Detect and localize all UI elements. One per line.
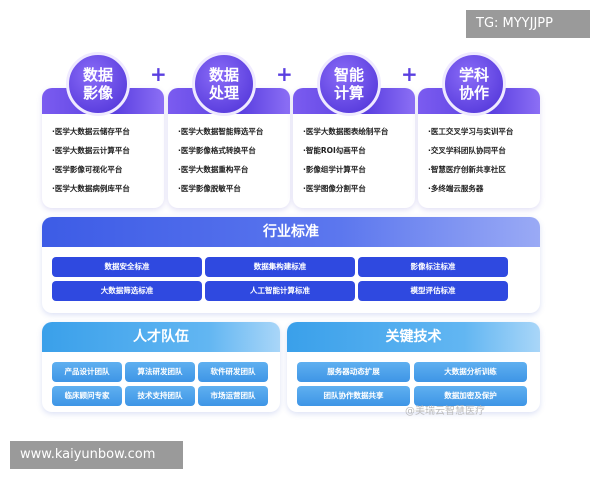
talent-item: 软件研发团队 [198,362,268,382]
talent-item: 产品设计团队 [52,362,122,382]
talent-title: 人才队伍 [42,322,280,352]
module-title-badge: 智能计算 [317,52,381,116]
platform-item: ·医学大数据病例库平台 [52,184,130,193]
talent-panel: 人才队伍 产品设计团队算法研发团队软件研发团队临床顾问专家技术支持团队市场运营团… [42,322,280,412]
plus-icon: + [401,62,418,86]
standards-item: 大数据筛选标准 [52,281,202,301]
module-card: 数据处理 ·医学大数据智能筛选平台 ·医学影像格式转换平台 ·医学大数据重构平台 ·医学… [168,52,290,208]
standards-item: 数据集构建标准 [205,257,355,277]
module-title-badge: 学科协作 [442,52,506,116]
watermark: @美瑞云智慧医疗 [405,406,485,417]
platform-item: ·交叉学科团队协同平台 [428,146,506,155]
platform-item: ·医学大数据图表绘制平台 [303,127,389,136]
platform-item: ·医学影像可视化平台 [52,165,123,174]
platform-item: ·智慧医疗创新共享社区 [428,165,506,174]
module-title-line: 计算 [333,84,364,102]
module-title-badge: 数据处理 [192,52,256,116]
plus-icon: + [150,62,167,86]
tech-item: 服务器动态扩展 [297,362,410,382]
standards-item: 数据安全标准 [52,257,202,277]
module-title-badge: 数据影像 [66,52,130,116]
module-card: 智能计算 ·医学大数据图表绘制平台 ·智能ROI勾画平台 ·影像组学计算平台 ·医学图像… [293,52,415,208]
platform-item: ·多终端云服务器 [428,184,484,193]
talent-item: 算法研发团队 [125,362,195,382]
platform-item: ·医工交叉学习与实训平台 [428,127,514,136]
standards-item: 影像标注标准 [358,257,508,277]
platform-item: ·医学大数据云储存平台 [52,127,130,136]
tech-item: 大数据分析训练 [414,362,527,382]
tech-title: 关键技术 [287,322,540,352]
platform-item: ·影像组学计算平台 [303,165,366,174]
module-title-line: 数据 [82,66,113,84]
platform-item: ·医学影像格式转换平台 [178,146,256,155]
tech-item: 数据加密及保护 [414,386,527,406]
overlay-tg-label: TG: MYYJJPP [466,10,590,38]
platform-item: ·医学影像脱敏平台 [178,184,241,193]
standards-title: 行业标准 [42,217,540,247]
platform-item: ·医学大数据云计算平台 [52,146,130,155]
standards-item: 人工智能计算标准 [205,281,355,301]
module-card: 学科协作 ·医工交叉学习与实训平台 ·交叉学科团队协同平台 ·智慧医疗创新共享社区 ·多… [418,52,540,208]
talent-item: 技术支持团队 [125,386,195,406]
module-title-line: 协作 [458,84,489,102]
talent-item: 临床顾问专家 [52,386,122,406]
module-title-line: 智能 [333,66,364,84]
tech-item: 团队协作数据共享 [297,386,410,406]
platform-item: ·医学图像分割平台 [303,184,366,193]
module-title-line: 处理 [208,84,239,102]
module-title-line: 影像 [82,84,113,102]
module-title-line: 数据 [208,66,239,84]
platform-item: ·医学大数据智能筛选平台 [178,127,264,136]
plus-icon: + [276,62,293,86]
key-tech-panel: 关键技术 服务器动态扩展大数据分析训练团队协作数据共享数据加密及保护 [287,322,540,412]
overlay-url-label: www.kaiyunbow.com [10,441,183,469]
platform-item: ·医学大数据重构平台 [178,165,249,174]
platform-item: ·智能ROI勾画平台 [303,146,366,155]
talent-item: 市场运营团队 [198,386,268,406]
standards-item: 模型评估标准 [358,281,508,301]
module-card: 数据影像 ·医学大数据云储存平台 ·医学大数据云计算平台 ·医学影像可视化平台 ·医学大… [42,52,164,208]
module-title-line: 学科 [458,66,489,84]
industry-standards-panel: 行业标准 数据安全标准数据集构建标准影像标注标准大数据筛选标准人工智能计算标准模… [42,217,540,313]
